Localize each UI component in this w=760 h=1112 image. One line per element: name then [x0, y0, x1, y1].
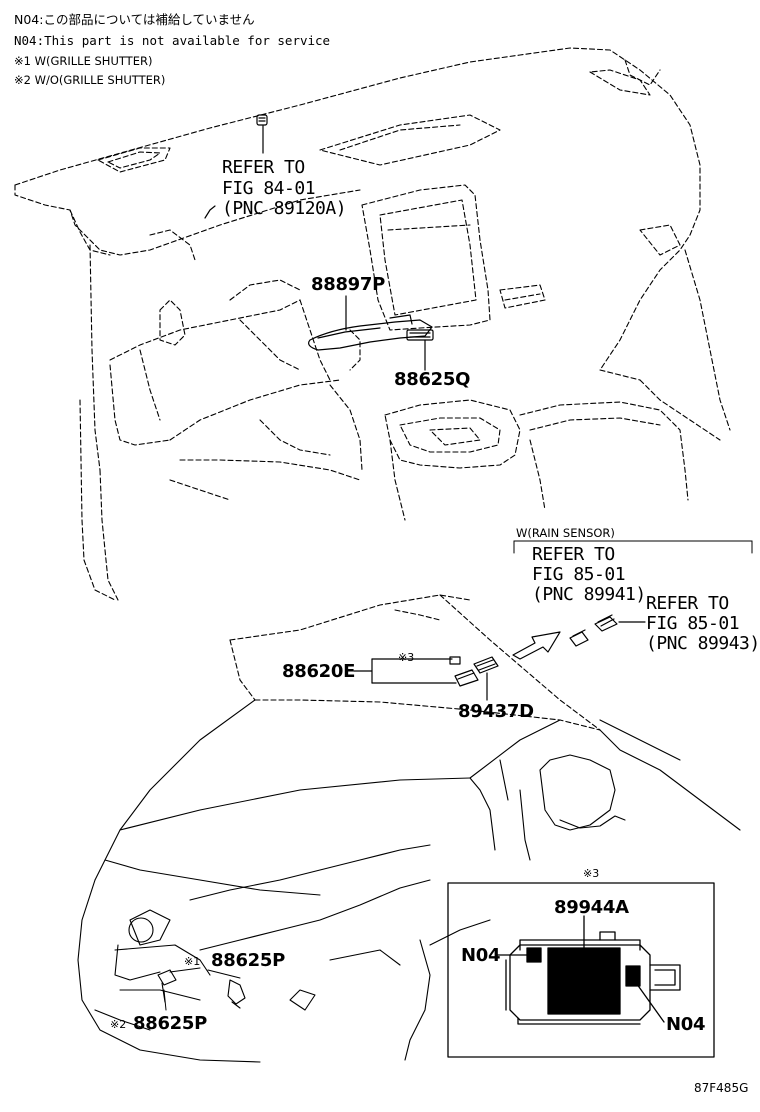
n04-right: N04 — [666, 1014, 706, 1035]
refer-rain-1-line3[interactable]: (PNC 89941) — [532, 584, 646, 605]
mark-note-3-b: ※3 — [583, 867, 600, 880]
leader-lines — [163, 969, 241, 1011]
part-88620E[interactable]: 88620E — [282, 661, 356, 682]
refer-dash-line3[interactable]: (PNC 89120A) — [222, 198, 347, 219]
refer-rain-2-line1[interactable]: REFER TO — [646, 593, 729, 614]
refer-rain-1-line2[interactable]: FIG 85-01 — [532, 564, 626, 585]
note-ja: N04:この部品については補給していません — [14, 12, 255, 27]
note-en: N04:This part is not available for servi… — [14, 33, 331, 48]
refer-dash-line2[interactable]: FIG 84-01 — [222, 178, 316, 199]
dashboard-parts — [204, 114, 434, 371]
mark-note-2: ※2 — [110, 1018, 127, 1031]
rain-sensor-header: W(RAIN SENSOR) — [516, 526, 615, 540]
refer-dash-line1[interactable]: REFER TO — [222, 157, 305, 178]
dashboard-drawing — [14, 47, 731, 601]
figure-code: 87F485G — [694, 1081, 749, 1095]
refer-rain-2-line3[interactable]: (PNC 89943) — [646, 633, 760, 654]
sensor-parts — [353, 656, 499, 701]
part-88625P-no-grille[interactable]: 88625P — [133, 1013, 208, 1034]
part-88625P-grille[interactable]: 88625P — [211, 950, 286, 971]
refer-rain-1-line1[interactable]: REFER TO — [532, 544, 615, 565]
mark-note-1: ※1 — [184, 955, 201, 968]
note-grille-shutter-without: ※2 W/O(GRILLE SHUTTER) — [14, 73, 166, 87]
rain-sensor-parts — [512, 614, 646, 660]
part-88625Q[interactable]: 88625Q — [394, 369, 471, 390]
mark-note-3-a: ※3 — [398, 651, 415, 664]
rain-sensor-frame — [513, 540, 753, 554]
car-front-drawing — [77, 594, 741, 1063]
note-grille-shutter-with: ※1 W(GRILLE SHUTTER) — [14, 54, 153, 68]
refer-rain-2-line2[interactable]: FIG 85-01 — [646, 613, 740, 634]
part-89437D[interactable]: 89437D — [458, 701, 534, 722]
detail-box — [447, 882, 715, 1058]
part-88897P[interactable]: 88897P — [311, 274, 386, 295]
n04-left: N04 — [461, 945, 501, 966]
part-89944A[interactable]: 89944A — [554, 897, 629, 918]
